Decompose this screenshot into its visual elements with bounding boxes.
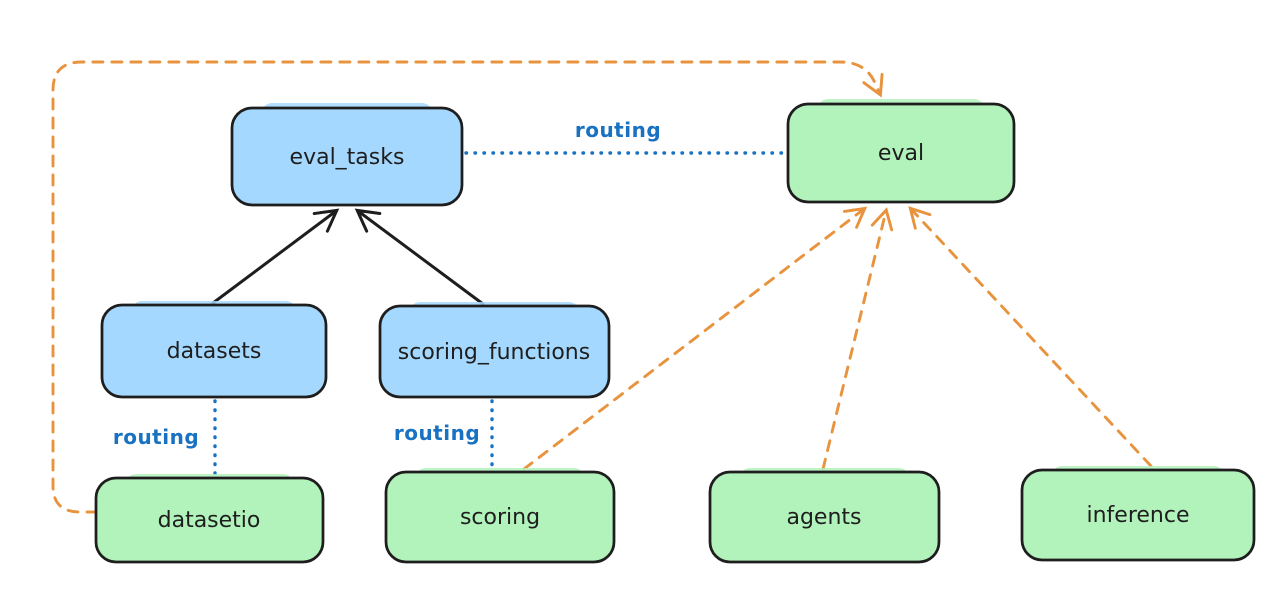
node-label: eval [878, 141, 924, 166]
edge-label-routing-scoring: routing [394, 421, 480, 445]
node-box [786, 102, 1016, 204]
node-datasets: datasets [100, 301, 328, 399]
node-label: datasets [167, 339, 262, 364]
node-box [100, 303, 328, 399]
node-box [1020, 468, 1256, 562]
node-box [94, 476, 325, 564]
node-box [708, 470, 941, 564]
edge-scoring-to-eval [522, 206, 868, 471]
node-box [230, 106, 464, 207]
edge-label-routing-datasets: routing [113, 425, 199, 449]
node-scoring: scoring [384, 468, 616, 564]
edge-label-routing-horizontal: routing [575, 118, 661, 142]
node-box [378, 304, 611, 399]
node-label: inference [1086, 503, 1189, 528]
node-box [384, 470, 616, 564]
node-eval_tasks: eval_tasks [230, 103, 464, 207]
node-scoring_functions: scoring_functions [378, 302, 611, 399]
node-datasetio: datasetio [94, 474, 325, 564]
edge-datasetio-to-eval-loop [51, 60, 884, 514]
edge-datasets-to-eval_tasks [211, 208, 340, 305]
node-inference: inference [1020, 466, 1256, 562]
edge-agents-to-eval [821, 207, 894, 471]
node-label: scoring [460, 505, 540, 530]
node-agents: agents [708, 468, 941, 564]
node-label: scoring_functions [398, 340, 590, 365]
edge-scoring_functions-to-eval_tasks [354, 208, 485, 306]
edge-inference-to-eval [908, 206, 1153, 468]
node-label: eval_tasks [290, 145, 405, 170]
node-label: agents [786, 505, 861, 530]
node-label: datasetio [158, 508, 261, 533]
node-eval: eval [786, 99, 1016, 204]
